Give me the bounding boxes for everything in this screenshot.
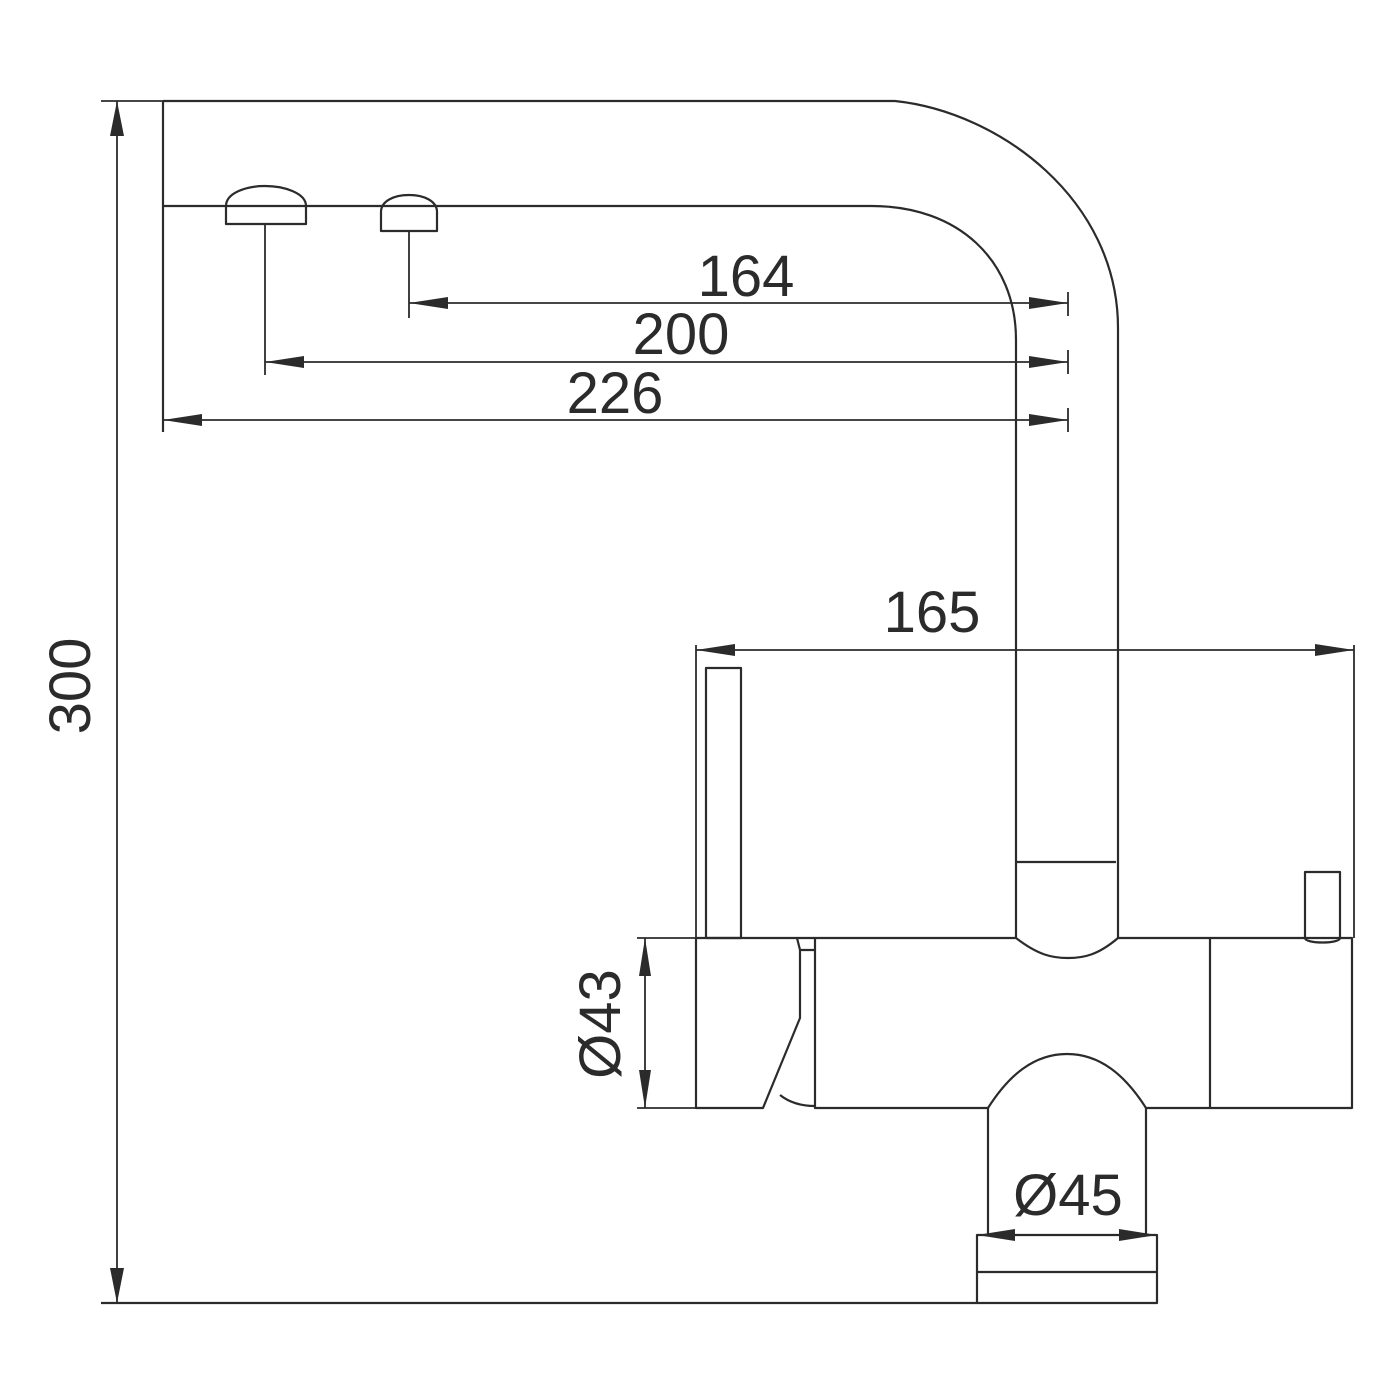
dim-164-arrow-left <box>409 297 448 309</box>
dim-200-arrow-right <box>1029 356 1068 368</box>
dimension-lines <box>101 100 1355 1303</box>
spout-outer-contour <box>163 99 1120 938</box>
dim-226-arrow-left <box>163 414 202 426</box>
dim-d45-arrow-right <box>1119 1229 1157 1241</box>
dimension-labels: 300 164 200 226 165 Ø43 Ø45 <box>38 244 1123 1228</box>
label-226: 226 <box>567 361 664 426</box>
dim-300-arrow-bottom <box>110 1268 124 1303</box>
label-d45: Ø45 <box>1013 1163 1123 1228</box>
dim-d45-arrow-left <box>977 1229 1015 1241</box>
label-164: 164 <box>698 244 795 309</box>
dim-d43-arrow-bottom <box>639 1070 651 1108</box>
faucet-outline <box>101 99 1354 1305</box>
dim-165-arrow-left <box>696 644 735 656</box>
valve-body-joint <box>779 936 816 1108</box>
label-200: 200 <box>633 302 730 367</box>
valve-body-left-block <box>694 936 802 1110</box>
valve-knob-right <box>1303 870 1342 944</box>
dim-226-arrow-right <box>1029 414 1068 426</box>
dim-164-arrow-right <box>1029 297 1068 309</box>
valve-body-main <box>813 936 1354 1110</box>
spout-inner-contour <box>163 204 1018 938</box>
label-d43: Ø43 <box>568 969 633 1079</box>
lever-handle <box>704 666 743 940</box>
dim-200-arrow-left <box>265 356 304 368</box>
dim-300-arrow-top <box>110 101 124 136</box>
spray-head-small <box>379 193 439 233</box>
dim-d43-arrow-top <box>639 938 651 976</box>
spray-head-large <box>224 184 308 226</box>
label-300: 300 <box>38 638 103 735</box>
dim-165-arrow-right <box>1315 644 1354 656</box>
base-nut <box>975 1233 1159 1305</box>
label-165: 165 <box>884 580 981 645</box>
mounting-shank <box>986 1108 1148 1235</box>
